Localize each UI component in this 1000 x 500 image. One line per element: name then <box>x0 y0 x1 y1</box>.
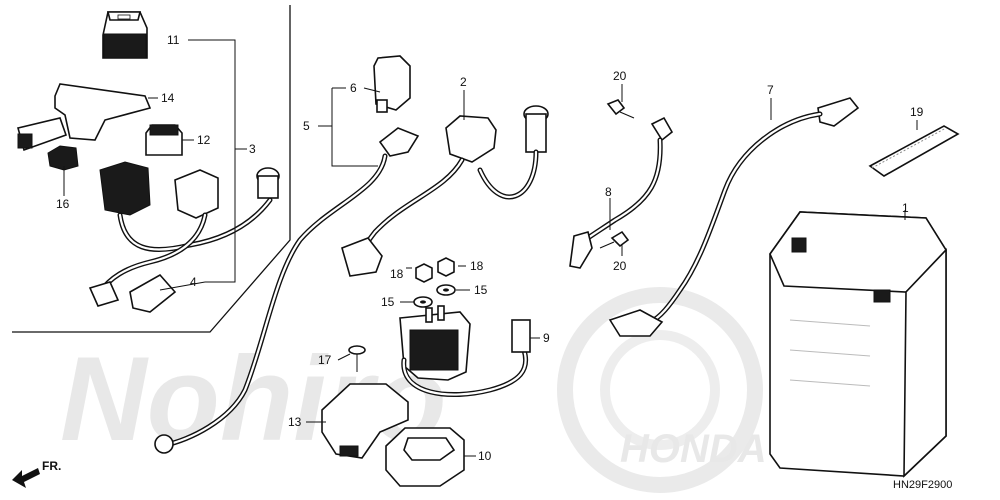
relay-cover-part <box>385 427 465 487</box>
callout-4: 4 <box>190 275 197 289</box>
callout-20b: 20 <box>613 259 627 273</box>
callout-1: 1 <box>902 201 909 215</box>
positive-cable-part <box>608 97 860 337</box>
battery-strap-part <box>868 125 960 177</box>
callout-18b: 18 <box>470 259 484 273</box>
washer-part-a <box>413 296 433 308</box>
negative-cable-part <box>569 116 674 269</box>
front-label: FR. <box>42 459 61 473</box>
relay-part <box>102 11 148 59</box>
callout-15b: 15 <box>474 283 488 297</box>
starter-relay-part <box>399 305 531 397</box>
battery-part <box>769 211 948 478</box>
callout-2: 2 <box>460 75 467 89</box>
bolt-part-b <box>599 230 630 249</box>
relay-bracket-part <box>17 83 152 152</box>
callout-3: 3 <box>249 142 256 156</box>
callout-14: 14 <box>161 91 175 105</box>
clip-part <box>47 145 79 171</box>
nut-part-a <box>415 263 433 283</box>
callout-7: 7 <box>767 83 774 97</box>
diagram-code: HN29F2900 <box>893 479 952 491</box>
callout-15a: 15 <box>381 295 395 309</box>
callout-9: 9 <box>543 331 550 345</box>
callout-8: 8 <box>605 185 612 199</box>
callout-13: 13 <box>288 415 302 429</box>
callout-16: 16 <box>56 197 70 211</box>
bolt-part-a <box>606 99 635 119</box>
small-relay-part <box>145 124 183 156</box>
screw-part <box>348 345 366 372</box>
callout-12: 12 <box>197 133 211 147</box>
callout-11: 11 <box>167 33 180 47</box>
callout-6: 6 <box>350 81 357 95</box>
callout-17: 17 <box>318 353 332 367</box>
callout-19: 19 <box>910 105 924 119</box>
starter-cable-part <box>154 127 420 454</box>
nut-part-b <box>437 257 455 277</box>
front-arrow-icon: FR. <box>12 459 61 488</box>
leader-lines <box>63 39 918 457</box>
watermark-right: HONDA <box>620 427 767 471</box>
inset-frame <box>12 5 291 333</box>
callout-18a: 18 <box>390 267 404 281</box>
terminal-cover-part <box>373 55 411 113</box>
relay-holder-part <box>321 383 409 459</box>
inset-harness <box>88 161 280 313</box>
callout-20a: 20 <box>613 69 627 83</box>
sub-harness-part <box>341 105 549 277</box>
callout-5: 5 <box>303 119 310 133</box>
washer-part-b <box>436 284 456 296</box>
callout-10: 10 <box>478 449 492 463</box>
